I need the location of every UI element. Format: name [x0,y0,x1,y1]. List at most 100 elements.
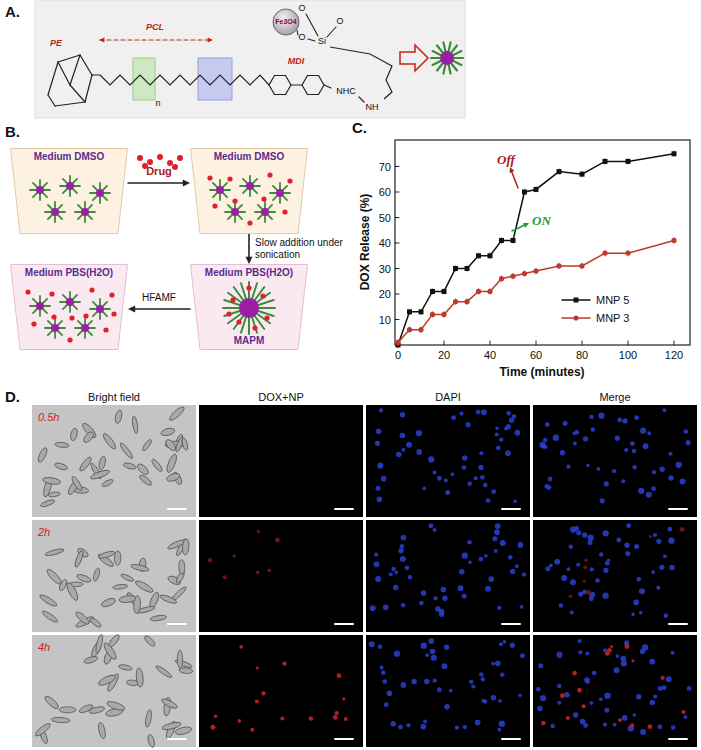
polymer-arm [448,42,450,52]
nucleus [416,449,422,455]
nucleus [537,706,542,711]
nucleus [604,481,609,486]
scale-bar [168,623,186,625]
nucleus [544,445,548,449]
nucleus [582,590,587,595]
nucleus [576,563,580,567]
cell [123,462,137,470]
dox-signal [333,715,338,720]
nucleus [582,532,587,537]
medium-label: Medium DMSO [214,151,285,163]
nucleus [495,660,501,666]
polymer-arm [30,189,37,191]
drug-dot [260,293,265,298]
polymer-arm [453,57,463,59]
bond [70,85,85,102]
legend-sample [574,298,579,303]
nucleus [556,652,562,658]
nucleus [646,492,652,498]
drug-dot [157,154,163,160]
cell [114,551,121,566]
polymer-arm [73,185,80,187]
arrow-head [208,37,213,42]
drug-dot [236,319,241,324]
micrograph [533,405,697,517]
data-marker [407,327,412,332]
nucleus [491,662,495,666]
data-line [398,154,674,345]
nucleus [398,548,403,553]
nucleus [659,565,664,570]
nucleus [624,448,628,452]
cell [76,573,92,584]
dox-signal [661,676,665,680]
group-label: NHC [336,87,356,97]
nucleus [632,713,636,717]
nucleus [479,672,484,677]
nucleus [604,693,610,699]
polymer-arm [93,311,98,316]
nucleus [431,655,437,661]
polymer-arm [39,309,41,316]
polymer-arm [249,176,251,183]
cell [70,475,83,491]
nucleus [384,702,389,707]
nucleus [686,440,691,445]
cell [150,458,163,473]
nucleus [428,456,434,462]
cell [102,641,118,660]
arrow-head [246,257,253,264]
nucleus [376,486,381,491]
particle-core [96,189,104,197]
tick-label: 70 [379,160,391,172]
row-label: 2h [36,526,52,538]
drug-dot [261,196,266,201]
polymer-arm [222,183,227,188]
cell [134,579,154,594]
particle-core [246,182,254,190]
nucleus [369,641,375,647]
polymer-arm [57,321,62,326]
beaker-shape [191,149,308,234]
beaker: Medium PBS(H2O) [10,264,128,350]
panel-letter: B. [5,124,20,141]
polymer-arm [84,318,86,325]
polymer-arm [75,327,82,329]
atom-label: Si [318,37,326,47]
particle-core [66,182,74,190]
nucleus [462,553,468,559]
nucleus [377,496,383,502]
cell [159,594,178,605]
polymer-arm [42,308,47,313]
data-marker [580,172,585,177]
plot-frame [395,140,690,345]
nucleus [676,462,682,468]
beaker-shape [11,265,128,350]
tick-label: 80 [576,349,588,361]
beaker: Medium DMSO [190,148,308,234]
cell [160,427,175,437]
cell [98,550,116,559]
dox-signal [335,711,339,715]
data-marker [671,238,676,243]
cell [65,581,80,601]
nucleus [573,442,577,446]
polymer-arm [219,180,221,187]
data-line [398,240,674,342]
atom-label: O [298,4,305,14]
polymer-arm [219,193,221,200]
dox-signal [577,688,582,693]
scale-bar [335,508,353,510]
data-marker [534,187,539,192]
bond [48,62,58,95]
dox-signal [582,704,586,708]
nucleus [634,544,639,549]
polymer-arm [33,308,38,313]
micrograph [199,520,363,632]
polymer-arm [433,61,442,65]
scale-bar [502,508,520,510]
polymer-arm [452,61,461,65]
drug-dot [226,311,231,316]
bond [327,27,336,37]
nucleus [598,412,604,418]
